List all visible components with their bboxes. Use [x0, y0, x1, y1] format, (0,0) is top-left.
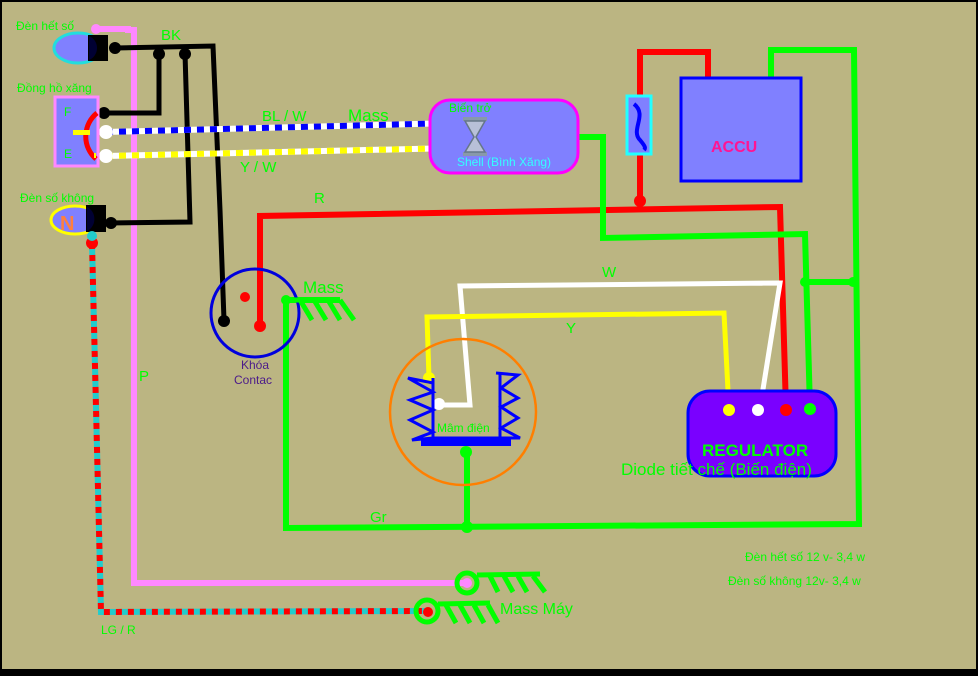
- lamp-n-glyph: N: [60, 213, 74, 235]
- lamp-so-khong: [49, 204, 106, 241]
- ground-symbol-switch: [286, 297, 357, 322]
- junction-dot: [848, 277, 858, 287]
- terminal-dot: [462, 578, 472, 588]
- wire-bl-w: [105, 120, 455, 135]
- label-p: P: [139, 368, 149, 385]
- terminal-dot: [752, 404, 764, 416]
- terminal-dot: [804, 403, 816, 415]
- junction-dot: [153, 48, 165, 60]
- ground-symbol-engine-pink: [454, 570, 547, 596]
- label-shell-binh-xang: Shell (Bình Xăng): [457, 155, 551, 169]
- ignition-switch: [209, 267, 301, 359]
- note-den-so-khong: Đèn số không 12v- 3,4 w: [728, 574, 861, 588]
- fuel-sender: [428, 98, 580, 175]
- note-den-het-so: Đèn hết số 12 v- 3,4 w: [745, 550, 865, 564]
- label-den-het-so: Đèn hết số: [16, 19, 74, 33]
- junction-dot: [461, 521, 473, 533]
- stator-mam-dien: [388, 337, 538, 487]
- label-gr: Gr: [370, 509, 387, 526]
- junction-dot: [109, 42, 121, 54]
- terminal-dot: [99, 149, 113, 163]
- label-contac: Contac: [234, 373, 272, 387]
- label-w: W: [602, 264, 617, 281]
- terminal-dot: [423, 607, 433, 617]
- label-khoa: Khóa: [241, 358, 269, 372]
- label-mass-may: Mass Máy: [500, 601, 573, 618]
- wire-y-w: [105, 145, 456, 159]
- junction-dot: [634, 195, 646, 207]
- wire-pink-p: [96, 26, 467, 586]
- wire-end-dot: [91, 24, 101, 34]
- junction-dot: [179, 48, 191, 60]
- label-bl-w: BL / W: [262, 108, 307, 125]
- ground-symbol-engine-lgr: [413, 597, 501, 625]
- terminal-dot: [780, 404, 792, 416]
- junction-dot: [800, 277, 810, 287]
- label-diode-tiet-che: Diode tiết chế (Biến điện): [621, 460, 812, 479]
- label-regulator: REGULATOR: [702, 441, 808, 460]
- label-bk: BK: [161, 27, 181, 44]
- terminal-dot: [99, 125, 113, 139]
- label-r: R: [314, 190, 325, 207]
- label-terminal-e: E: [64, 147, 72, 161]
- label-mass-switch: Mass: [303, 278, 344, 297]
- terminal-dot: [433, 398, 445, 410]
- label-accu: ACCU: [711, 139, 757, 156]
- junction-dot: [105, 217, 117, 229]
- lamp-het-so: [52, 31, 108, 65]
- fuel-gauge: [53, 95, 100, 168]
- hourglass-icon: [463, 117, 487, 156]
- label-dong-ho-xang: Đồng hồ xăng: [17, 81, 92, 95]
- label-y: Y: [566, 320, 576, 337]
- battery-accu: [679, 76, 803, 183]
- label-mass-top: Mass: [348, 106, 389, 125]
- label-terminal-f: F: [64, 105, 71, 119]
- junction-dot: [218, 315, 230, 327]
- label-bien-tro: Biến trở: [449, 101, 492, 115]
- wire-lg-r: [89, 242, 428, 616]
- terminal-dot: [460, 446, 472, 458]
- wire-white-w: [438, 280, 783, 409]
- terminal-dot: [723, 404, 735, 416]
- label-den-so-khong: Đèn số không: [20, 191, 94, 205]
- gauge-needle: [73, 130, 90, 135]
- label-lg-r: LG / R: [101, 623, 136, 637]
- terminal-dot: [254, 320, 266, 332]
- fuse: [625, 94, 653, 156]
- label-y-w: Y / W: [240, 159, 277, 176]
- junction-dot: [98, 107, 110, 119]
- label-mam-dien: Mâm điện: [437, 421, 490, 435]
